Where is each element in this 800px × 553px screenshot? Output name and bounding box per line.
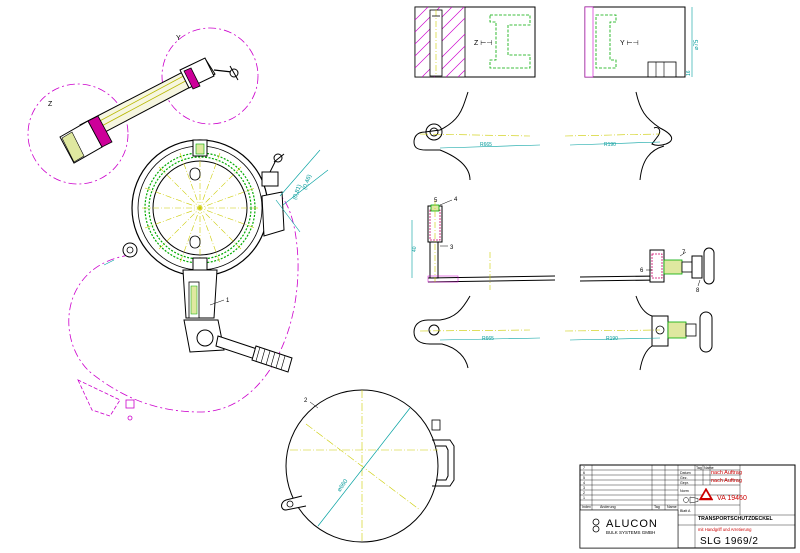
dimension-side-height: 40 [412, 246, 418, 252]
dimension-small-16: 16 [686, 70, 692, 76]
title-head-tag: Tag [696, 466, 702, 470]
section-y-label: Y ⊢⊣ [620, 40, 639, 47]
warning-triangle-icon [698, 487, 714, 501]
title-row-gepr: Gepr. [680, 481, 689, 485]
rev-row-7: 7 [583, 466, 585, 470]
drawing-number: SLG 1969/2 [700, 536, 758, 547]
part-number-8: 8 [696, 288, 700, 294]
rev-row-3: 3 [583, 486, 585, 490]
detail-view-zy: Z Y [27, 27, 259, 185]
part-number-1: 1 [226, 298, 230, 304]
section-z-label: Z ⊢⊣ [474, 40, 492, 47]
part-number-3: 3 [450, 245, 454, 251]
dimension-slot-top-right: R190 [604, 142, 616, 148]
rev-row-2: 2 [583, 491, 585, 495]
cover-disc-view: ⌀660 2 [281, 389, 455, 543]
part-number-5: 5 [434, 198, 438, 204]
title-head-datum: Datum [680, 471, 691, 475]
material-spec-1: nach Auftrag [711, 470, 742, 476]
section-views-top: Z ⊢⊣ Y ⊢⊣ ⌀75 16 [414, 6, 700, 78]
dimension-angle-2: (0,46) [302, 174, 313, 191]
part-number-4: 4 [454, 197, 458, 203]
part-number-7: 7 [682, 250, 686, 256]
projection-symbol-icon [683, 496, 699, 504]
sheet-label: Blatt A [680, 509, 691, 513]
rev-header-change: Änderung [600, 505, 616, 509]
detail-y-label: Y [176, 35, 181, 42]
title-block: 7 6 5 4 3 2 1 Index Änderung Tag Name AL… [579, 464, 796, 549]
order-number: VA 19460 [717, 495, 747, 502]
plate-top-view: R665 R190 [413, 91, 673, 181]
side-view: 40 4 5 3 7 6 8 [411, 197, 715, 294]
dimension-slot-bottom-left: R665 [482, 336, 494, 342]
alucon-logo-icon [592, 518, 600, 533]
rev-row-4: 4 [583, 481, 585, 485]
rev-header-name: Name [667, 505, 677, 509]
rev-row-6: 6 [583, 471, 585, 475]
main-ring-assembly: (0,81) (0,46) 1 [68, 139, 329, 421]
title-row-gez: Gez. [680, 476, 688, 480]
detail-z-label: Z [48, 101, 53, 108]
rev-row-1: 1 [583, 496, 585, 500]
rev-row-5: 5 [583, 476, 585, 480]
rev-header-index: Index [582, 505, 591, 509]
title-row-norm: Norm [680, 489, 689, 493]
dimension-slot-top-left: R665 [480, 142, 492, 148]
rev-header-date: Tag [654, 505, 660, 509]
title-head-name: Name [704, 466, 714, 470]
material-spec-2: nach Auftrag [711, 478, 742, 484]
company-name: ALUCON [606, 518, 658, 530]
drawing-title: TRANSPORTSCHUTZDECKEL [698, 516, 773, 522]
dimension-slot-bottom-right: R190 [606, 336, 618, 342]
drawing-subtitle: mit Handgriff und Arretierung [698, 527, 752, 532]
part-number-6: 6 [640, 268, 644, 274]
dimension-vertical-75: ⌀75 [694, 39, 700, 50]
plate-bottom-view: R665 R190 [413, 295, 713, 371]
company-sub: BULK SYSTEMS GMBH [606, 530, 655, 535]
dimension-angle-1: (0,81) [292, 184, 303, 201]
part-number-2: 2 [304, 398, 308, 404]
